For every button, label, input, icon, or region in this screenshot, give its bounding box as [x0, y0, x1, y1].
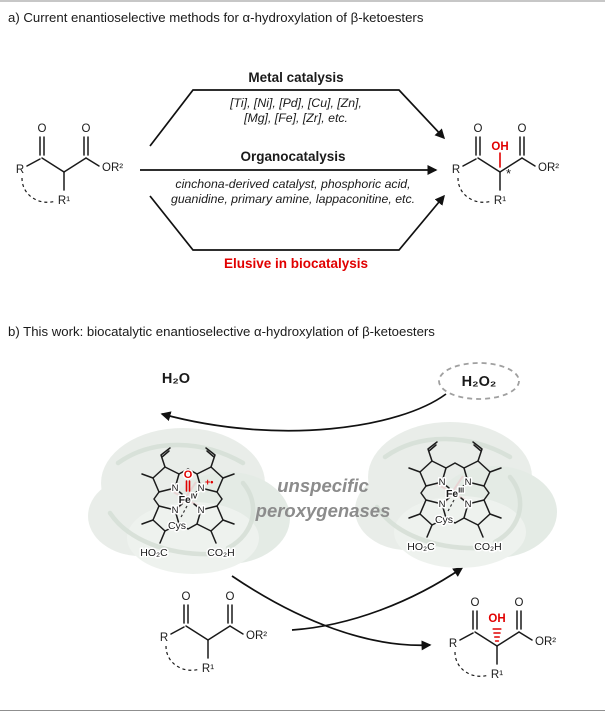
iron-label: FeIII — [446, 488, 464, 501]
peroxide-to-compound1-arrow — [160, 393, 447, 432]
carbonyl-o-label: O — [474, 123, 483, 135]
organocatalysts-line1: cinchona-derived catalyst, phosphoric ac… — [175, 177, 410, 191]
propionate-co2h-label: CO₂H — [474, 541, 501, 553]
stereocenter-star: * — [506, 166, 511, 181]
hydroxyl-label: OH — [491, 141, 508, 153]
metal-catalysis-arrow — [149, 89, 446, 147]
organocatalysis-label: Organocatalysis — [240, 149, 345, 164]
protein-ribbon — [355, 422, 557, 568]
cys-label: Cys — [435, 514, 453, 526]
cys-fe-bond — [179, 505, 188, 520]
nitrogen-label: N — [439, 499, 446, 510]
ester-o-label: O — [515, 597, 524, 609]
porphyrin-skeleton — [408, 441, 502, 538]
enzyme-left-compound1: O N N N N +• FeIV Cys HO₂C CO₂H — [88, 428, 290, 574]
carbonyl-o-label: O — [471, 597, 480, 609]
biocatalysis-arrow — [149, 194, 445, 251]
ester-o-label: O — [82, 123, 91, 135]
carbonyl-o-label: O — [182, 591, 191, 603]
product-structure-b: R O OH O OR² R¹ — [449, 597, 556, 681]
panel-b-title: b) This work: biocatalytic enantioselect… — [8, 324, 435, 339]
product-release-arrow — [231, 575, 432, 651]
ester-o-label: O — [226, 591, 235, 603]
r1-label: R¹ — [202, 663, 214, 675]
metal-catalysts-line1: [Ti], [Ni], [Pd], [Cu], [Zn], — [229, 96, 362, 110]
metal-catalysis-label: Metal catalysis — [248, 70, 343, 85]
propionate-ho2c-label: HO₂C — [140, 547, 168, 559]
enzyme-right-resting: N N N N FeIII Cys HO₂C CO₂H — [355, 422, 557, 568]
cys-label: Cys — [168, 520, 186, 532]
elusive-biocatalysis-label: Elusive in biocatalysis — [224, 256, 368, 271]
substrate-structure-b: R O O OR² R¹ — [160, 591, 267, 675]
organocatalysts-line2: guanidine, primary amine, lappaconitine,… — [171, 192, 415, 206]
enzyme-name-line2: peroxygenases — [255, 500, 391, 521]
ester-o-label: O — [518, 123, 527, 135]
carbonyl-o-label: O — [38, 123, 47, 135]
propionate-co2h-label: CO₂H — [207, 547, 234, 559]
protein-ribbon — [88, 428, 290, 574]
nitrogen-label: N — [198, 505, 205, 516]
water-label: H₂O — [162, 371, 190, 387]
or2-label: OR² — [538, 162, 559, 174]
hydroxyl-label: OH — [488, 613, 505, 625]
product-structure-a: R O OH * O OR² R¹ — [452, 123, 559, 207]
nitrogen-label: N — [172, 505, 179, 516]
radical-cation-label: +• — [205, 477, 213, 487]
oxo-oxygen-label: O — [184, 469, 193, 481]
substrate-binding-arrow — [291, 567, 464, 631]
r1-label: R¹ — [491, 669, 503, 681]
or2-label: OR² — [535, 636, 556, 648]
peroxide-label: H₂O₂ — [462, 374, 497, 390]
iron-label: FeIV — [179, 494, 198, 507]
or2-label: OR² — [246, 630, 267, 642]
or2-label: OR² — [102, 162, 123, 174]
nitrogen-label: N — [198, 483, 205, 494]
nitrogen-label: N — [172, 483, 179, 494]
metal-catalysts-line2: [Mg], [Fe], [Zr], etc. — [243, 111, 348, 125]
ferryl-oxo-group: O — [182, 468, 194, 492]
propionate-ho2c-label: HO₂C — [407, 541, 435, 553]
panel-a-title: a) Current enantioselective methods for … — [8, 10, 424, 25]
r-label: R — [16, 164, 24, 176]
nitrogen-label: N — [465, 499, 472, 510]
r-label: R — [160, 632, 168, 644]
enzyme-name-line1: unspecific — [277, 475, 369, 496]
nitrogen-label: N — [465, 477, 472, 488]
cys-fe-bond — [446, 499, 455, 514]
r1-label: R¹ — [58, 195, 70, 207]
porphyrin-skeleton — [141, 447, 235, 544]
r1-label: R¹ — [494, 195, 506, 207]
substrate-structure-a: R O O OR² R¹ — [16, 123, 123, 207]
nitrogen-label: N — [439, 477, 446, 488]
r-label: R — [452, 164, 460, 176]
r-label: R — [449, 638, 457, 650]
peroxide-oval — [438, 362, 520, 400]
